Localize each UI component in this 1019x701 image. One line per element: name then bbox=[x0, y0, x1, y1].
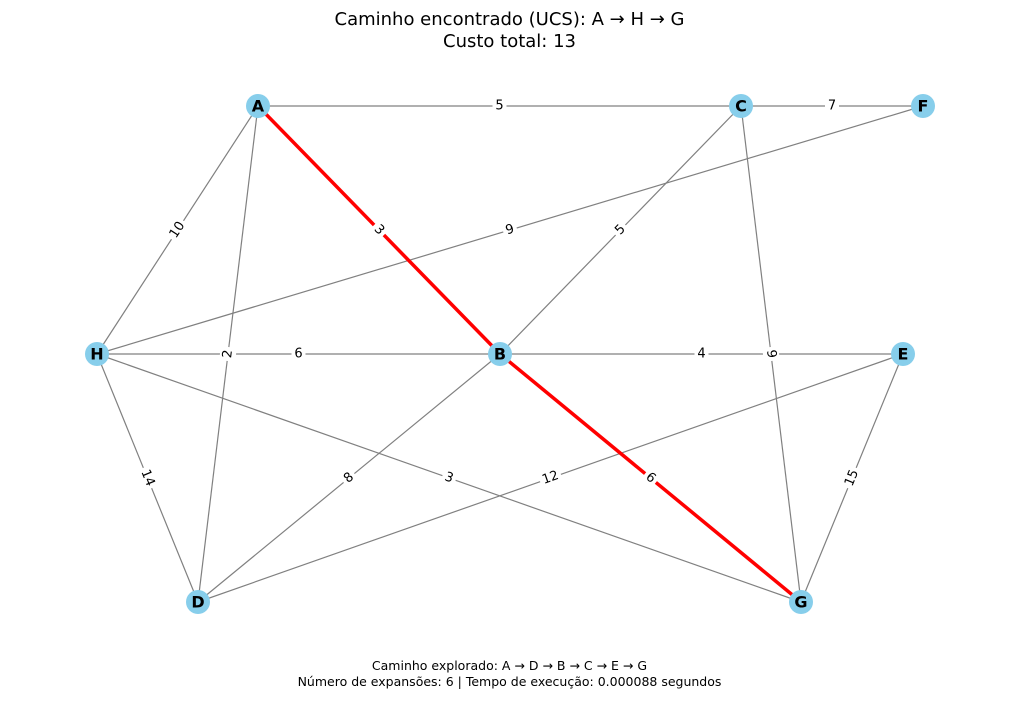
edge-label-background bbox=[492, 98, 507, 114]
edge-label-D-E: 12 bbox=[537, 466, 564, 490]
edge-label-background bbox=[135, 464, 160, 492]
node-label-C: C bbox=[735, 97, 747, 116]
edge-label-background bbox=[609, 219, 632, 241]
edge-label-background bbox=[219, 346, 237, 362]
node-label-A: A bbox=[252, 97, 265, 116]
node-label-G: G bbox=[794, 593, 807, 612]
diagram-subtitle-cost: Custo total: 13 bbox=[443, 31, 576, 52]
node-E: E bbox=[891, 342, 915, 366]
edge-label-A-C: 5 bbox=[492, 98, 507, 114]
node-H: H bbox=[85, 342, 109, 366]
node-label-B: B bbox=[494, 345, 506, 364]
edge-label-background bbox=[825, 98, 839, 114]
diagram-title: Caminho encontrado (UCS): A → H → G bbox=[334, 9, 685, 30]
edge-label-background bbox=[164, 216, 191, 244]
edge-labels-layer: 5 7 10 2 3 9 5 9 6 4 14 3 8 6 12 15 bbox=[135, 98, 864, 492]
node-C: C bbox=[729, 94, 753, 118]
edge-label-C-G: 9 bbox=[762, 346, 780, 362]
node-A: A bbox=[246, 94, 270, 118]
edge-weight-H-D: 14 bbox=[137, 468, 157, 489]
edge-label-background bbox=[439, 468, 459, 488]
node-F: F bbox=[911, 94, 935, 118]
edge-weight-B-E: 4 bbox=[697, 347, 705, 362]
edge-label-background bbox=[762, 346, 780, 362]
node-circle-D bbox=[186, 590, 210, 614]
edge-label-background bbox=[537, 466, 564, 490]
edge-label-B-D: 8 bbox=[338, 467, 360, 489]
edge-label-A-H: 10 bbox=[164, 216, 191, 244]
edge-label-background bbox=[338, 467, 360, 489]
edge-weight-A-D: 2 bbox=[220, 349, 236, 359]
edge-label-C-B: 5 bbox=[609, 219, 632, 241]
edge-label-background bbox=[640, 467, 661, 489]
node-label-E: E bbox=[898, 345, 909, 364]
node-G: G bbox=[789, 590, 813, 614]
node-circle-B bbox=[488, 342, 512, 366]
edge-label-E-G: 15 bbox=[840, 464, 864, 492]
explored-path-text: Caminho explorado: A → D → B → C → E → G bbox=[371, 658, 648, 673]
edge-weight-C-F: 7 bbox=[828, 99, 836, 114]
edge-weight-H-F: 9 bbox=[504, 222, 516, 239]
node-circle-A bbox=[246, 94, 270, 118]
node-circle-H bbox=[85, 342, 109, 366]
edge-weight-C-G: 9 bbox=[763, 349, 779, 359]
nodes-layer: A C F H B E D G bbox=[85, 94, 935, 614]
node-label-D: D bbox=[191, 593, 204, 612]
execution-stats-text: Número de expansões: 6 | Tempo de execuç… bbox=[297, 674, 722, 689]
edge-weight-H-B: 6 bbox=[294, 347, 302, 362]
edge-label-B-E: 4 bbox=[694, 346, 709, 362]
node-circle-F bbox=[911, 94, 935, 118]
edge-label-A-B: 3 bbox=[368, 219, 390, 241]
node-label-H: H bbox=[90, 345, 103, 364]
edge-label-background bbox=[291, 346, 306, 362]
edge-weight-E-G: 15 bbox=[842, 467, 862, 488]
edge-label-H-B: 6 bbox=[291, 346, 306, 362]
edge-weight-D-E: 12 bbox=[540, 468, 561, 488]
edge-weight-A-C: 5 bbox=[495, 99, 503, 114]
node-D: D bbox=[186, 590, 210, 614]
node-circle-C bbox=[729, 94, 753, 118]
node-B: B bbox=[488, 342, 512, 366]
edge-label-background bbox=[840, 464, 864, 492]
node-label-F: F bbox=[918, 97, 929, 116]
edge-label-H-F: 9 bbox=[500, 220, 520, 240]
edge-label-H-D: 14 bbox=[135, 464, 160, 492]
edge-label-B-G: 6 bbox=[640, 467, 661, 489]
edge-label-A-D: 2 bbox=[219, 346, 237, 362]
edge-label-C-F: 7 bbox=[825, 98, 839, 114]
node-circle-G bbox=[789, 590, 813, 614]
edge-label-background bbox=[694, 346, 709, 362]
edge-label-H-G: 3 bbox=[439, 468, 459, 488]
node-circle-E bbox=[891, 342, 915, 366]
edge-label-background bbox=[368, 219, 390, 241]
edge-label-background bbox=[500, 220, 520, 240]
